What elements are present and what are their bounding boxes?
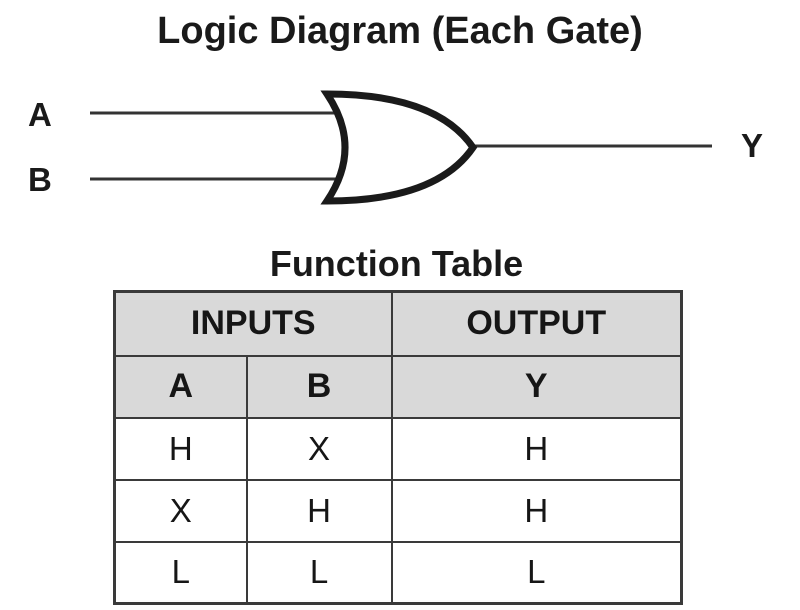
- output-y-label: Y: [741, 127, 764, 164]
- column-header-b: B: [245, 354, 393, 419]
- input-b-label: B: [28, 161, 52, 198]
- cell-a: H: [113, 416, 248, 481]
- cell-y: L: [390, 540, 683, 605]
- cell-a: X: [113, 478, 248, 543]
- cell-y: H: [390, 478, 683, 543]
- table-row: H X H: [113, 416, 683, 481]
- inputs-group-header: INPUTS: [113, 290, 393, 357]
- function-table-title: Function Table: [269, 243, 524, 284]
- function-table: INPUTS OUTPUT A B Y H X H X H H L L L: [113, 290, 683, 605]
- output-group-header: OUTPUT: [390, 290, 683, 357]
- table-row: X H H: [113, 478, 683, 543]
- table-column-header-row: A B Y: [113, 354, 683, 419]
- or-gate-icon: [320, 90, 478, 205]
- column-header-y: Y: [390, 354, 683, 419]
- input-a-label: A: [28, 96, 52, 133]
- table-group-header-row: INPUTS OUTPUT: [113, 290, 683, 357]
- cell-a: L: [113, 540, 248, 605]
- cell-b: L: [245, 540, 393, 605]
- cell-b: H: [245, 478, 393, 543]
- logic-diagram-title: Logic Diagram (Each Gate): [157, 10, 643, 52]
- table-row: L L L: [113, 540, 683, 605]
- column-header-a: A: [113, 354, 248, 419]
- cell-y: H: [390, 416, 683, 481]
- cell-b: X: [245, 416, 393, 481]
